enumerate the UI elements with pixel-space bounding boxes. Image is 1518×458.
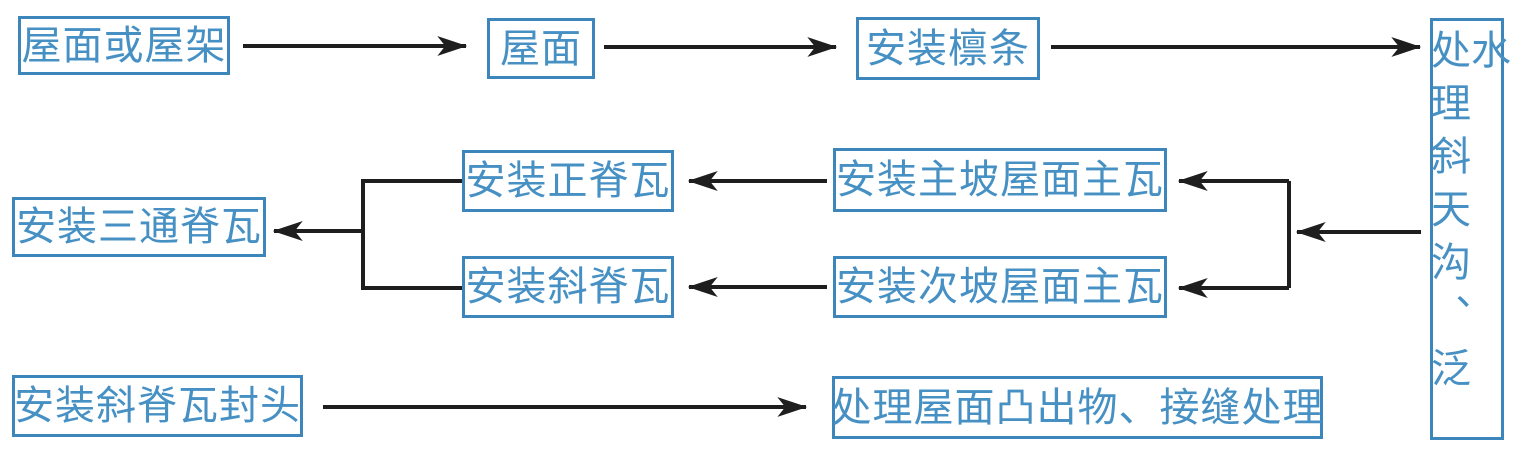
merge-bracket-line — [361, 179, 462, 290]
node-install-main-ridge-tiles: 安装正脊瓦 — [462, 150, 674, 212]
node-roof-or-roof-truss: 屋面或屋架 — [18, 16, 230, 75]
node-roof: 屋面 — [487, 18, 595, 79]
node-treat-roof-protrusions-joints: 处理屋面凸出物、接缝处理 — [832, 376, 1323, 439]
node-install-hip-ridge-tiles: 安装斜脊瓦 — [462, 256, 674, 318]
node-install-hip-ridge-end-caps: 安装斜脊瓦封头 — [12, 375, 303, 437]
node-install-purlins: 安装檩条 — [856, 17, 1040, 80]
node-install-sec-slope-main-tiles: 安装次坡屋面主瓦 — [833, 256, 1167, 318]
node-install-tee-ridge-tiles: 安装三通脊瓦 — [12, 197, 266, 257]
node-install-main-slope-main-tiles: 安装主坡屋面主瓦 — [833, 148, 1167, 212]
node-treat-sloped-valley-flashing: 处理斜天沟、泛水 — [1425, 18, 1509, 440]
